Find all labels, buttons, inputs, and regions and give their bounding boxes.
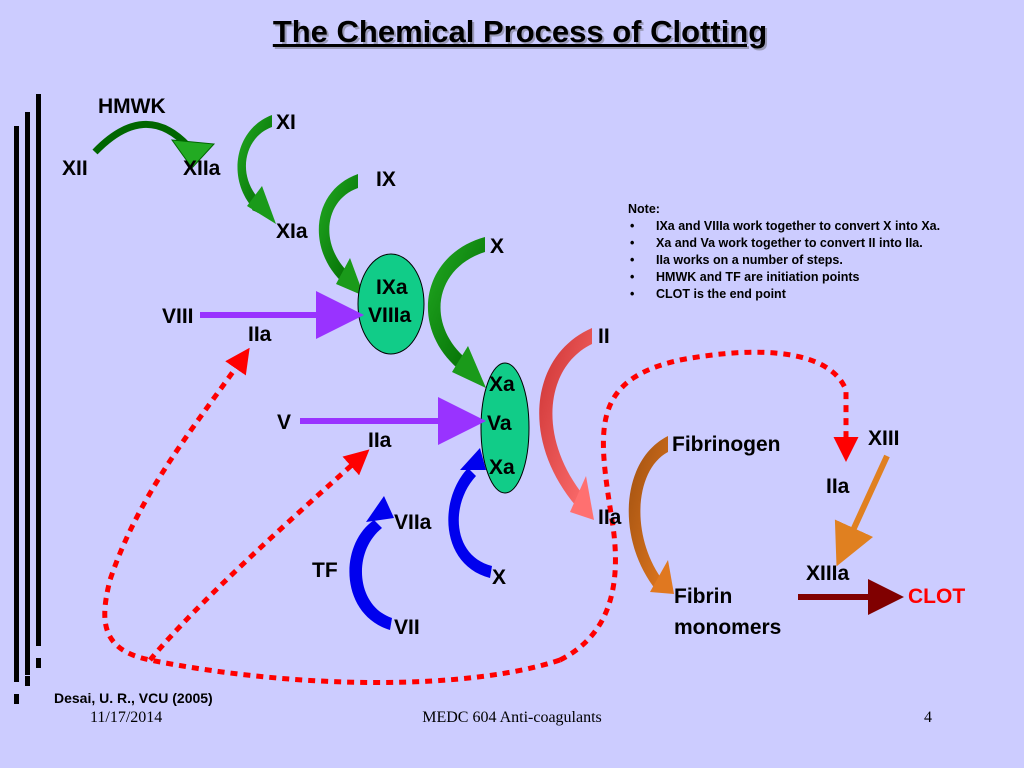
label-v: V xyxy=(277,411,291,434)
footer-page-number: 4 xyxy=(924,709,932,726)
label-xiia: XIIa xyxy=(183,157,221,180)
note-item: IIa works on a number of steps. xyxy=(628,252,1008,269)
iia-feedback-dotted-lines xyxy=(102,347,859,685)
note-item: CLOT is the end point xyxy=(628,286,1008,303)
note-item: Xa and Va work together to convert II in… xyxy=(628,235,1008,252)
fibrinogen-to-fibrin-arrow xyxy=(628,436,674,594)
label-vii: VII xyxy=(394,616,420,639)
left-decorative-bars xyxy=(14,94,41,704)
x-bottom-to-xa-arrow xyxy=(448,448,492,578)
label-xi: XI xyxy=(276,111,296,134)
label-tf: TF xyxy=(312,559,338,582)
label-iia-3: IIa xyxy=(598,506,622,529)
footer-course: MEDC 604 Anti-coagulants xyxy=(422,709,602,726)
label-clot: CLOT xyxy=(908,585,965,608)
source-credit: Desai, U. R., VCU (2005) xyxy=(54,690,213,706)
label-fibrin: Fibrin xyxy=(674,585,732,608)
label-hmwk: HMWK xyxy=(98,95,166,118)
label-viii: VIII xyxy=(162,305,194,328)
label-viiia: VIIIa xyxy=(368,304,412,327)
hmwk-arrow xyxy=(92,121,216,169)
label-fibrinogen: Fibrinogen xyxy=(672,433,781,456)
label-xa-top: Xa xyxy=(489,373,515,396)
label-xiiia: XIIIa xyxy=(806,562,850,585)
label-x-bottom: X xyxy=(492,566,506,589)
xi-to-xia-arrow xyxy=(237,115,276,224)
x-to-xa-arrow xyxy=(427,237,486,388)
label-ix: IX xyxy=(376,168,396,191)
label-xa-bottom: Xa xyxy=(489,456,515,479)
vii-to-viia-arrow xyxy=(349,496,394,630)
footer-date: 11/17/2014 xyxy=(90,709,163,726)
label-xii: XII xyxy=(62,157,88,180)
note-item: IXa and VIIIa work together to convert X… xyxy=(628,218,1008,235)
label-x-top: X xyxy=(490,235,504,258)
label-iia-4: IIa xyxy=(826,475,850,498)
label-iia-2: IIa xyxy=(368,429,392,452)
note-box: Note: IXa and VIIIa work together to con… xyxy=(628,201,1008,303)
note-list: IXa and VIIIa work together to convert X… xyxy=(628,218,1008,303)
note-heading: Note: xyxy=(628,202,660,216)
label-viia: VIIa xyxy=(394,511,432,534)
label-xia: XIa xyxy=(276,220,308,243)
label-xiii: XIII xyxy=(868,427,900,450)
label-ii: II xyxy=(598,325,610,348)
label-va: Va xyxy=(487,412,512,435)
ii-to-iia-arrow xyxy=(539,328,594,520)
ix-to-ixa-arrow xyxy=(318,174,364,296)
label-iia-1: IIa xyxy=(248,323,272,346)
slide-title: The Chemical Process of Clotting xyxy=(272,14,768,49)
label-monomers: monomers xyxy=(674,616,781,639)
xiii-arrow xyxy=(834,454,890,567)
label-ixa: IXa xyxy=(376,276,408,299)
note-item: HMWK and TF are initiation points xyxy=(628,269,1008,286)
